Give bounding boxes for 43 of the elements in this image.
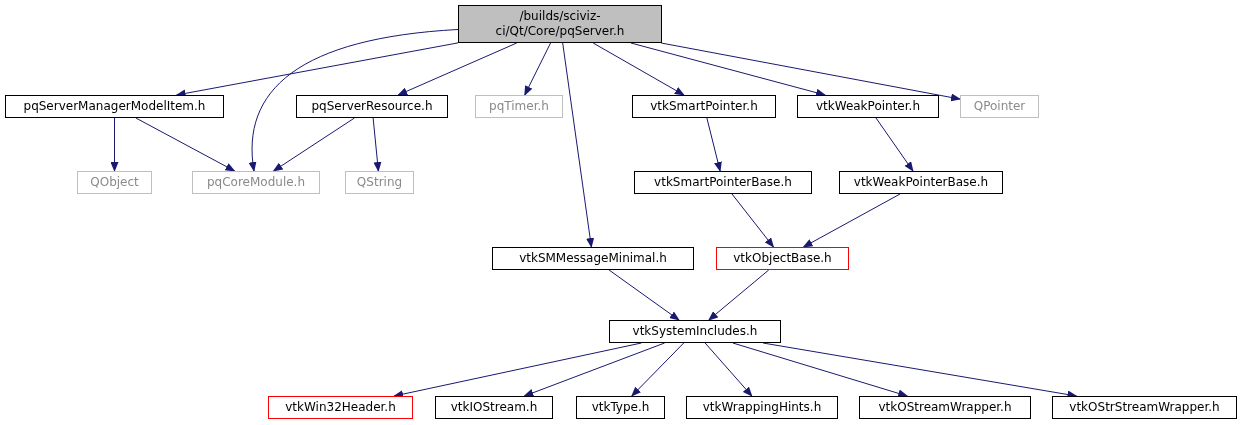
arrow <box>704 342 753 397</box>
file-node: vtkWin32Header.h <box>268 396 413 419</box>
file-node: vtkWeakPointer.h <box>797 95 939 118</box>
arrow <box>802 193 901 248</box>
file-node: vtkSmartPointer.h <box>632 95 776 118</box>
file-node: QObject <box>77 171 152 194</box>
file-node: vtkSMMessageMinimal.h <box>492 247 694 270</box>
file-node: vtkWeakPointerBase.h <box>839 171 1003 194</box>
arrow <box>110 117 119 172</box>
arrow <box>562 42 595 248</box>
arrow <box>592 42 685 96</box>
file-node: pqTimer.h <box>475 95 563 118</box>
file-node: vtkObjectBase.h <box>716 247 849 270</box>
arrow <box>706 117 722 172</box>
file-node: vtkType.h <box>576 396 665 419</box>
arrow <box>660 42 961 102</box>
arrow <box>523 342 666 397</box>
arrow <box>875 117 914 172</box>
arrow <box>372 117 382 172</box>
file-node: vtkIOStream.h <box>435 396 553 419</box>
file-node: pqServerResource.h <box>296 95 448 118</box>
arrow <box>608 269 680 321</box>
arrow <box>731 193 775 248</box>
arrow <box>272 117 355 172</box>
file-node: vtkOStreamWrapper.h <box>859 396 1031 419</box>
file-node: /builds/sciviz-ci/Qt/Core/pqServer.h <box>458 5 662 43</box>
arrow <box>732 342 909 398</box>
file-node: QPointer <box>960 95 1039 118</box>
arrow <box>135 117 236 172</box>
file-node: pqCoreModule.h <box>192 171 320 194</box>
file-node: vtkOStrStreamWrapper.h <box>1052 396 1237 419</box>
arrow <box>393 342 642 398</box>
arrow <box>397 42 518 96</box>
arrow <box>708 269 770 321</box>
arrow <box>249 29 459 172</box>
file-node: vtkSystemIncludes.h <box>609 320 781 343</box>
arrow <box>524 42 552 96</box>
arrow <box>631 342 685 397</box>
file-node: pqServerManagerModelItem.h <box>5 95 224 118</box>
file-node: QString <box>345 171 414 194</box>
file-node: vtkSmartPointerBase.h <box>634 171 812 194</box>
file-node: vtkWrappingHints.h <box>686 396 838 419</box>
arrow <box>630 42 827 97</box>
